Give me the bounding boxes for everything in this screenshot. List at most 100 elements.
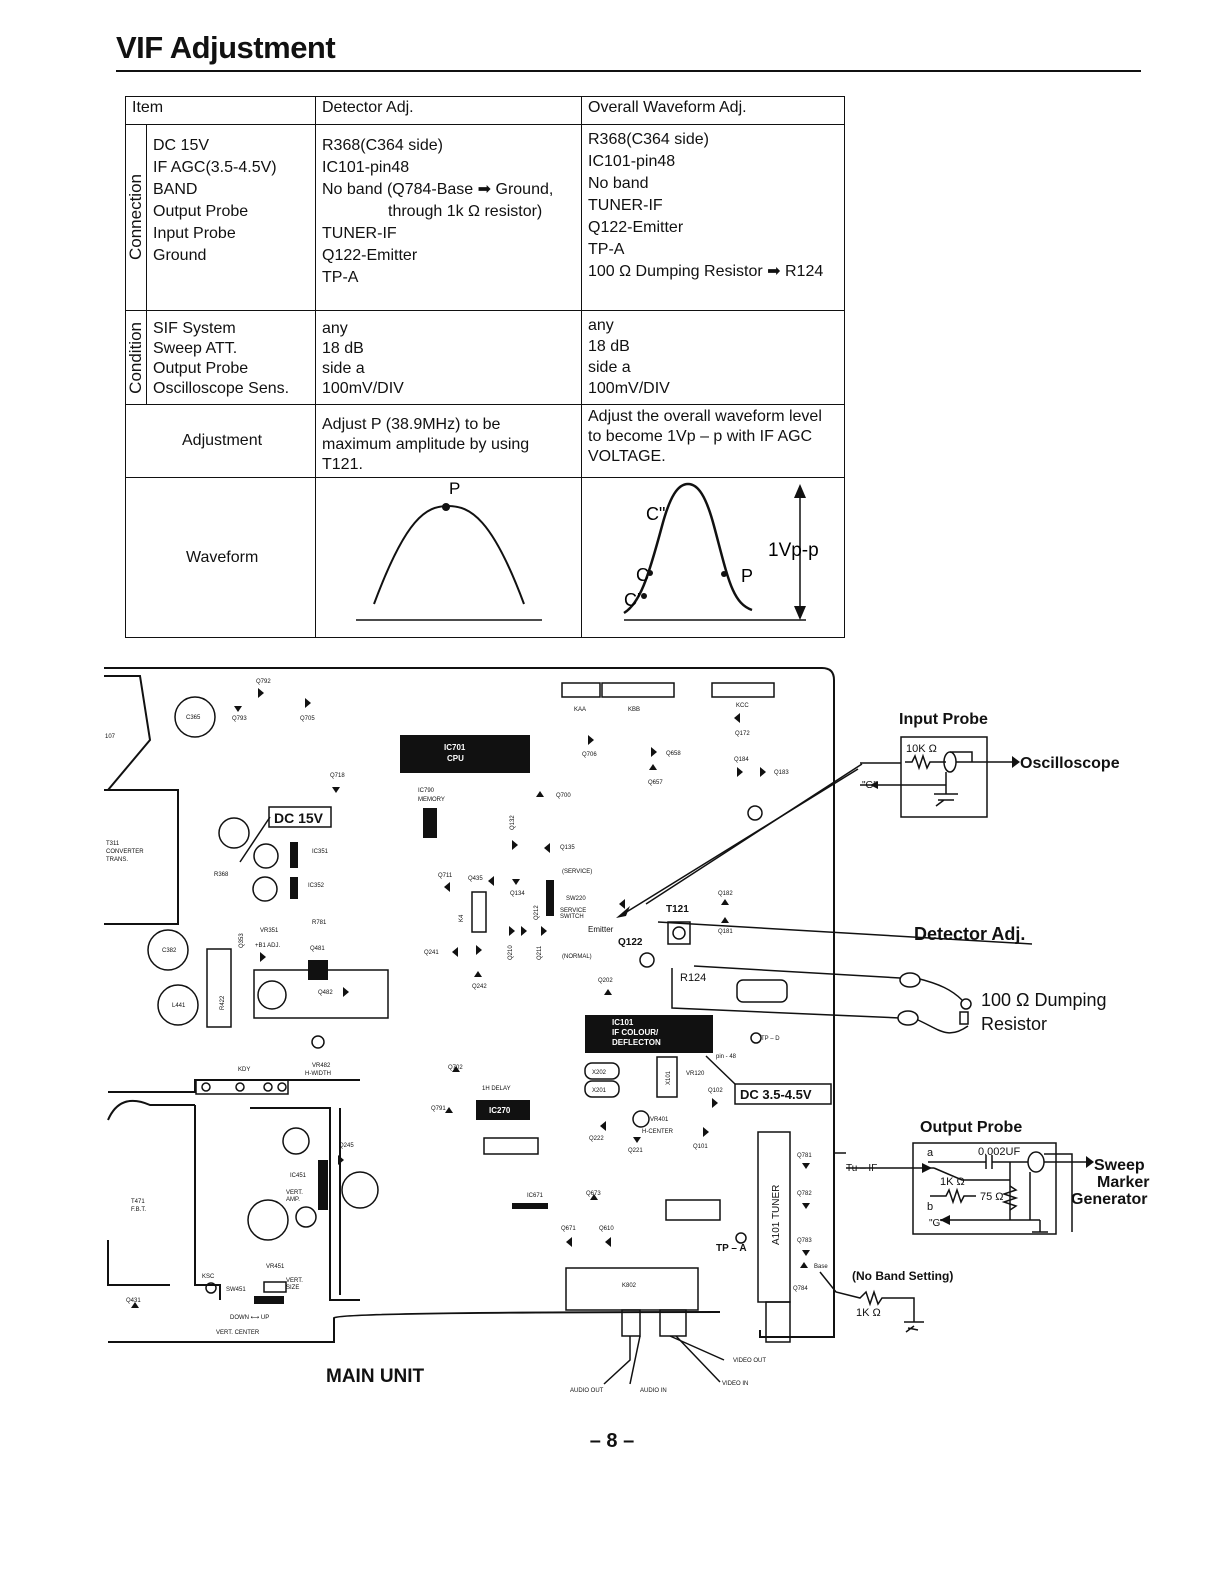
board-label: Q211 [537, 945, 543, 960]
conn-overall: IC101-pin48 [588, 153, 676, 170]
board-label: L441 [172, 1003, 186, 1009]
board-label: Q135 [560, 845, 575, 851]
board-label: Q610 [599, 1226, 614, 1232]
board-label: SW451 [226, 1287, 246, 1293]
conn-overall: TUNER-IF [588, 197, 663, 214]
condition-label-cell: Condition [125, 310, 147, 405]
board-label: X202 [592, 1070, 607, 1076]
board-label: CPU [447, 754, 464, 763]
conn-overall: No band [588, 175, 649, 192]
board-label: Q481 [310, 946, 325, 952]
label-c2: C" [646, 504, 665, 524]
cond-item: Sweep ATT. [153, 340, 238, 357]
board-label: AUDIO IN [640, 1388, 667, 1394]
cond-overall: 100mV/DIV [588, 380, 670, 397]
detector-adj-label: Detector Adj. [914, 924, 1025, 944]
point-p [721, 571, 727, 577]
board-label: Q122 [618, 937, 643, 948]
header-overall: Overall Waveform Adj. [581, 96, 845, 125]
connection-label-cell: Connection [125, 124, 147, 311]
output-probe-box [912, 1142, 1057, 1235]
board-label: IC352 [308, 883, 325, 889]
board-outline [104, 667, 835, 1343]
board-label: Q718 [330, 773, 345, 779]
dc15v-box [268, 806, 332, 828]
board-label: Q783 [797, 1238, 812, 1244]
board-label: IC790 [418, 788, 435, 794]
cond-detector: 18 dB [322, 340, 364, 357]
board-label: K4 [459, 914, 465, 922]
conn-detector: IC101-pin48 [322, 159, 410, 176]
board-label: (SERVICE) [562, 869, 592, 875]
board-label: Q183 [774, 770, 789, 776]
cond-detector: any [322, 320, 348, 337]
adj-detector: T121. [322, 456, 363, 473]
board-label: SIZE [286, 1285, 299, 1291]
board-label: IC671 [527, 1193, 544, 1199]
board-label: a [927, 1147, 934, 1159]
board-label: TRANS. [106, 857, 128, 863]
board-label: KSC [202, 1274, 215, 1280]
board-label: Q184 [734, 757, 749, 763]
board-label: Q212 [534, 905, 540, 920]
board-label: CONVERTER [106, 849, 144, 855]
board-label: DOWN ⟷ UP [230, 1315, 269, 1321]
header-detector: Detector Adj. [315, 96, 582, 125]
conn-detector: No band (Q784-Base ➡ Ground, [322, 181, 554, 198]
overall-waveform-cell: C" C C' P 1Vp-p [581, 477, 845, 638]
board-label: H-CENTER [642, 1129, 674, 1135]
board-label: Tu – IF [846, 1163, 877, 1174]
adj-detector: maximum amplitude by using [322, 436, 530, 453]
board-label: Q658 [666, 751, 681, 757]
board-label: 107 [105, 734, 116, 740]
ic701-block [400, 735, 530, 773]
board-label: IF COLOUR/ [612, 1028, 659, 1037]
adj-detector: Adjust P (38.9MHz) to be [322, 416, 501, 433]
board-label: Q702 [448, 1065, 463, 1071]
adj-overall: to become 1Vp – p with IF AGC [588, 428, 813, 445]
board-label: b [927, 1201, 933, 1213]
conn-item: Output Probe [153, 203, 249, 220]
conn-item: DC 15V [153, 137, 210, 154]
ic790-block [423, 808, 437, 838]
board-label: Q245 [339, 1143, 354, 1149]
board-label: "G" [862, 780, 877, 791]
conn-detector: through 1k Ω resistor) [388, 203, 543, 220]
board-label: Q671 [561, 1226, 576, 1232]
board-label: SERVICE [560, 908, 586, 914]
input-probe-box [900, 736, 988, 818]
detector-waveform: P [356, 479, 542, 621]
board-label: X101 [666, 1070, 672, 1085]
board-label: Q700 [556, 793, 571, 799]
board-label: VERT. [286, 1278, 303, 1284]
adj-overall: Adjust the overall waveform level [588, 408, 822, 425]
board-label: 0.002UF [978, 1146, 1020, 1158]
board-label: Q101 [693, 1144, 708, 1150]
board-label: C382 [162, 948, 177, 954]
page-title: VIF Adjustment [116, 30, 336, 65]
board-label: K802 [622, 1283, 637, 1289]
board-label: Resistor [981, 1014, 1047, 1034]
input-probe-title: Input Probe [899, 711, 988, 728]
r368-circle [218, 817, 250, 849]
board-label: AMP. [286, 1197, 300, 1203]
board-label: Q202 [598, 978, 613, 984]
board-label: Q792 [256, 679, 271, 685]
conn-item: IF AGC(3.5-4.5V) [153, 159, 277, 176]
output-probe-title: Output Probe [920, 1119, 1022, 1136]
connection-overall: R368(C364 side) IC101-pin48 No band TUNE… [581, 124, 845, 311]
label-c-prime: C' [624, 590, 640, 610]
board-label: Q673 [586, 1191, 601, 1197]
adjustment-label: Adjustment [125, 404, 316, 478]
connection-items: DC 15V IF AGC(3.5-4.5V) BAND Output Prob… [146, 124, 316, 311]
board-label: KBB [628, 707, 640, 713]
board-label: 75 Ω [980, 1191, 1004, 1203]
board-label: SW220 [566, 896, 586, 902]
board-label: IC701 [444, 743, 466, 752]
board-label: TP – A [716, 1243, 747, 1254]
board-label: C365 [186, 715, 201, 721]
label-p: P [741, 566, 753, 586]
title-rule [116, 70, 1141, 72]
board-label: KCC [736, 703, 749, 709]
board-label: T471 [131, 1199, 145, 1205]
